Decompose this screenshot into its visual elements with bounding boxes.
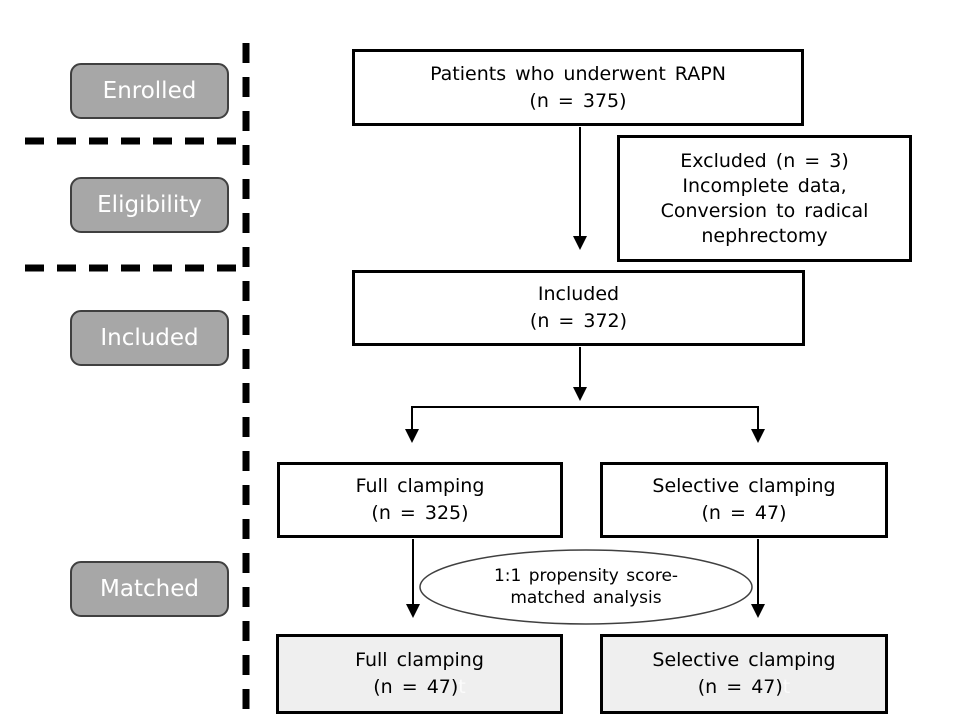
box-patients-line1: Patients who underwent RAPN (430, 62, 726, 85)
box-matched-full-count: (n = 47) (373, 676, 459, 698)
box-included-line1: Included (537, 283, 620, 305)
stage-label-matched: Matched (70, 561, 229, 617)
propensity-match-line1: 1:1 propensity score- (493, 566, 679, 586)
box-matched-selective-artifact: t (782, 676, 791, 698)
stage-label-enrolled: Enrolled (70, 63, 229, 119)
box-excluded-line2: Incomplete data, (682, 174, 847, 197)
stage-label-included: Included (70, 310, 229, 366)
box-included-line2: (n = 372) (529, 310, 628, 332)
box-matched-selective-count: (n = 47) (697, 676, 783, 698)
box-selective-clamping-line1: Selective clamping (652, 475, 836, 497)
propensity-match-line2: matched analysis (510, 588, 662, 608)
box-matched-selective-clamping: Selective clamping (n = 47)t (600, 634, 888, 714)
box-excluded-line1: Excluded (n = 3) (680, 149, 849, 172)
box-matched-full-clamping: Full clamping (n = 47)t (276, 634, 563, 714)
box-patients-line2: (n = 375) (529, 89, 627, 112)
box-matched-selective-line1: Selective clamping (652, 649, 836, 671)
propensity-match-label: 1:1 propensity score- matched analysis (420, 565, 752, 609)
box-selective-clamping-line2: (n = 47) (701, 502, 787, 524)
box-selective-clamping: Selective clamping (n = 47) (600, 462, 888, 538)
box-matched-full-line2: (n = 47)t (373, 674, 466, 701)
box-included: Included (n = 372) (352, 270, 805, 346)
stage-label-eligibility: Eligibility (70, 177, 229, 233)
box-excluded: Excluded (n = 3) Incomplete data, Conver… (617, 135, 912, 262)
box-excluded-line3: Conversion to radical (660, 199, 869, 222)
box-full-clamping-line2: (n = 325) (371, 502, 469, 524)
box-matched-selective-line2: (n = 47)t (698, 674, 791, 701)
box-full-clamping-line1: Full clamping (355, 475, 485, 497)
box-matched-full-artifact: t (458, 676, 466, 698)
box-excluded-line4: nephrectomy (701, 224, 828, 247)
box-full-clamping: Full clamping (n = 325) (277, 462, 563, 538)
box-patients-underwent-rapn: Patients who underwent RAPN (n = 375) (352, 49, 804, 126)
box-matched-full-line1: Full clamping (355, 649, 484, 671)
propensity-match-ellipse (419, 549, 753, 625)
